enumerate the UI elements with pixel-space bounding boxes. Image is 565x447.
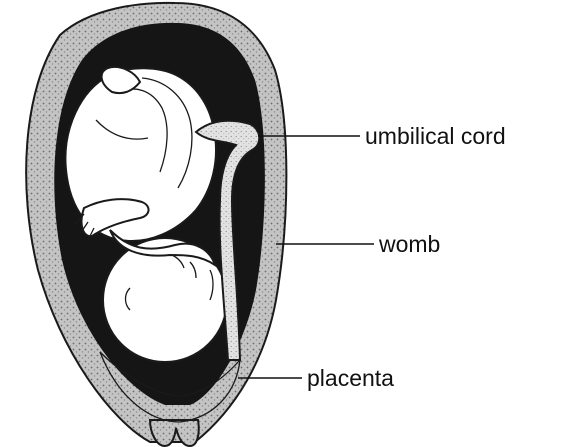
label-womb: womb: [378, 231, 440, 257]
label-placenta: placenta: [307, 365, 394, 391]
label-umbilical-cord: umbilical cord: [365, 123, 506, 149]
